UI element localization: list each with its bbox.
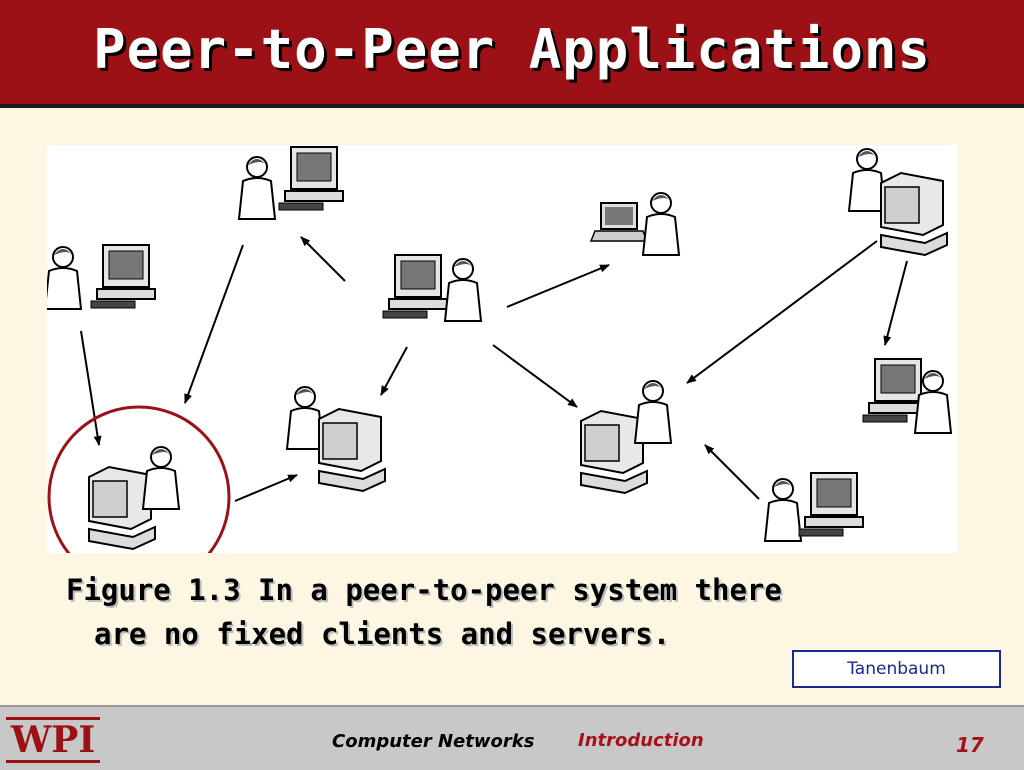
peer-left <box>44 244 156 310</box>
peer-top-left <box>238 146 344 220</box>
peer-right <box>862 358 952 434</box>
peer-bottom-left <box>88 446 180 550</box>
caption-line-1: Figure 1.3 In a peer-to-peer system ther… <box>66 573 782 607</box>
figure-caption: Figure 1.3 In a peer-to-peer system ther… <box>66 568 966 656</box>
peer-middle-left <box>286 386 386 492</box>
wpi-logo: WPI <box>6 717 100 763</box>
peer-bottom-right <box>764 472 864 542</box>
peer-top-right <box>848 148 948 256</box>
peer-to-peer-figure <box>44 145 957 589</box>
connection-arrows <box>80 236 908 502</box>
caption-line-2: are no fixed clients and servers. <box>94 617 671 651</box>
peer-laptop <box>589 192 680 256</box>
peer-center <box>382 254 482 322</box>
page-number: 17 <box>956 733 984 757</box>
peer-middle-right <box>580 380 672 494</box>
course-name: Computer Networks <box>332 731 535 752</box>
footer-bar: WPI Computer Networks Introduction 17 <box>0 705 1024 770</box>
title-bar: Peer-to-Peer Applications <box>0 0 1024 108</box>
section-name: Introduction <box>578 730 704 751</box>
source-credit: Tanenbaum <box>792 650 1001 688</box>
slide-title: Peer-to-Peer Applications <box>93 18 931 81</box>
